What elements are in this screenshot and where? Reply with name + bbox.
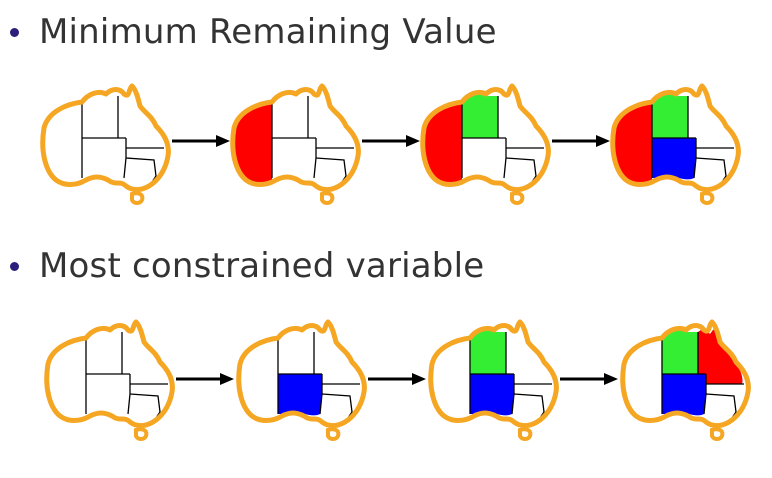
coastline-outline <box>610 83 741 193</box>
state-border <box>705 393 737 419</box>
region-sa-blue <box>662 374 706 416</box>
region-wa-red <box>234 104 272 183</box>
bullet-text-mcv: Most constrained variable <box>39 246 485 286</box>
australia-map-most-constrained-variable-step-3 <box>428 319 559 441</box>
state-border <box>315 157 347 183</box>
tasmania-outline <box>130 191 145 205</box>
region-nt-green <box>662 330 698 374</box>
coastline-outline <box>620 319 751 429</box>
region-wa-red <box>424 104 462 183</box>
bullet-text-mrv: Minimum Remaining Value <box>39 12 497 52</box>
coastline-outline <box>428 319 559 429</box>
australia-map-minimum-remaining-value-step-4 <box>610 83 741 205</box>
region-sa-blue <box>652 138 696 180</box>
australia-map-most-constrained-variable-step-1 <box>44 319 175 441</box>
australia-map-minimum-remaining-value-step-3 <box>420 83 551 205</box>
right-arrow-icon <box>362 135 420 147</box>
tasmania-outline <box>510 191 525 205</box>
tasmania-outline <box>518 427 533 441</box>
state-border <box>125 157 157 183</box>
state-border <box>505 157 537 183</box>
bullet-dot <box>10 261 19 271</box>
state-border <box>321 393 353 419</box>
bullet-dot <box>10 27 19 37</box>
coastline-outline <box>44 319 175 429</box>
right-arrow-icon <box>172 135 230 147</box>
tasmania-outline <box>134 427 149 441</box>
state-border <box>695 157 727 183</box>
coastline-outline <box>230 83 361 193</box>
coastline-outline <box>40 83 171 193</box>
region-nt-green <box>462 94 498 138</box>
bullet-most-constrained-variable: Most constrained variable <box>10 246 484 286</box>
right-arrow-icon <box>176 373 234 385</box>
region-nt-green <box>652 94 688 138</box>
coastline-outline <box>236 319 367 429</box>
state-border <box>129 393 161 419</box>
right-arrow-icon <box>552 135 610 147</box>
tasmania-outline <box>320 191 335 205</box>
bullet-minimum-remaining-value: Minimum Remaining Value <box>10 12 497 52</box>
tasmania-outline <box>710 427 725 441</box>
region-sa-blue <box>470 374 514 416</box>
australia-map-most-constrained-variable-step-4 <box>620 319 751 441</box>
australia-map-most-constrained-variable-step-2 <box>236 319 367 441</box>
region-wa-red <box>614 104 652 183</box>
tasmania-outline <box>700 191 715 205</box>
coastline-outline <box>420 83 551 193</box>
region-q-red <box>698 328 743 384</box>
right-arrow-icon <box>560 373 618 385</box>
australia-map-minimum-remaining-value-step-1 <box>40 83 171 205</box>
region-nt-green <box>470 330 506 374</box>
right-arrow-icon <box>368 373 426 385</box>
tasmania-outline <box>326 427 341 441</box>
australia-map-minimum-remaining-value-step-2 <box>230 83 361 205</box>
region-sa-blue <box>278 374 322 416</box>
state-border <box>513 393 545 419</box>
